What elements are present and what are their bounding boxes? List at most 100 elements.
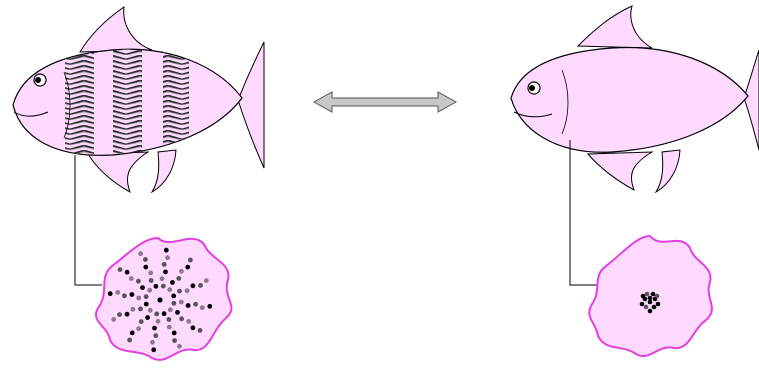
pigment-granule xyxy=(136,326,142,332)
tail-fin xyxy=(237,41,265,169)
mouth xyxy=(513,111,553,118)
fish-body xyxy=(510,46,749,153)
dispersed-melanophore xyxy=(95,236,233,361)
pigment-granule xyxy=(188,257,193,263)
pigment-granule xyxy=(167,287,173,293)
pigment-granule xyxy=(166,317,172,322)
striped-fish xyxy=(12,5,265,194)
pigment-granule xyxy=(124,311,130,317)
pigment-granule xyxy=(175,310,180,315)
pigment-granule xyxy=(147,307,153,313)
pigment-granule xyxy=(163,269,168,275)
pigment-granule xyxy=(179,268,184,274)
pigment-granule xyxy=(185,303,191,308)
pigment-granule xyxy=(147,287,153,293)
pigment-granule xyxy=(163,247,169,253)
pigment-granule xyxy=(177,343,182,349)
ventral-fin xyxy=(87,151,150,194)
pigment-granule xyxy=(115,290,121,295)
pigment-granule xyxy=(136,295,142,301)
left-pointer-line xyxy=(74,155,102,286)
pigment-granule xyxy=(161,262,167,267)
pigment-granule xyxy=(153,333,159,338)
pigment-granule xyxy=(155,318,161,324)
plain-fish xyxy=(510,5,759,194)
pigment-granule xyxy=(157,297,163,303)
pigment-granule xyxy=(166,324,172,330)
dorsal-fin xyxy=(576,5,653,49)
pigment-granule xyxy=(138,251,144,257)
pigment-granule xyxy=(651,304,657,310)
pigment-granule xyxy=(124,269,130,275)
pigment-granule xyxy=(176,276,182,281)
dorsal-fin xyxy=(79,5,153,53)
right-pointer-line xyxy=(569,140,598,286)
pigment-granule xyxy=(184,288,190,294)
pigment-granule xyxy=(207,303,213,309)
gill-line xyxy=(561,69,569,135)
pigment-granule xyxy=(171,300,177,306)
aggregated-melanophore xyxy=(588,234,713,357)
pigment-granule xyxy=(143,264,149,270)
pigment-granule xyxy=(186,319,192,324)
pigment-granule xyxy=(655,301,661,307)
stripe-3 xyxy=(163,49,189,156)
pigment-granule xyxy=(122,293,127,299)
pigment-granule xyxy=(167,307,173,313)
pigment-granule xyxy=(150,339,155,345)
pigment-granule xyxy=(143,257,148,262)
pigment-granule xyxy=(128,276,134,281)
pigment-granule xyxy=(193,301,199,307)
pigment-granule xyxy=(117,312,122,317)
pigment-granule xyxy=(654,293,660,299)
small-belly-fin xyxy=(654,149,681,194)
tail-fin xyxy=(743,49,759,151)
pigment-granule xyxy=(145,315,151,320)
pigment-granules xyxy=(639,291,661,314)
pigment-granule xyxy=(107,291,113,297)
pigment-granule xyxy=(647,299,653,305)
pigment-granule xyxy=(171,330,177,336)
pigment-granule xyxy=(172,338,178,343)
double-headed-arrow-icon xyxy=(312,91,458,113)
pigment-granule xyxy=(165,255,171,261)
pigment-granule xyxy=(143,301,149,307)
pigment-granule xyxy=(138,319,144,324)
gill-line xyxy=(63,71,71,139)
pigment-granule xyxy=(198,283,203,288)
pigment-granule xyxy=(647,308,653,314)
pupil xyxy=(35,77,41,83)
pigment-granule xyxy=(143,294,149,300)
pigment-granule xyxy=(129,292,135,297)
pigment-granule xyxy=(148,278,154,283)
pigment-granule xyxy=(161,311,167,317)
pigment-granule xyxy=(129,330,135,336)
mouth xyxy=(13,111,49,117)
stripe-1 xyxy=(65,49,94,156)
pigment-granule xyxy=(178,299,184,305)
cell-outline xyxy=(95,236,233,361)
pigment-granule xyxy=(650,291,656,297)
pigment-granule xyxy=(190,325,196,331)
pigment-granule xyxy=(177,288,182,294)
pigment-granule xyxy=(160,283,166,289)
small-belly-fin xyxy=(150,149,177,194)
pigment-granule xyxy=(151,347,157,353)
pigment-granule xyxy=(644,291,650,297)
pigment-granule xyxy=(152,325,157,331)
pigment-granule xyxy=(111,317,117,322)
pigment-granule xyxy=(203,278,209,283)
pigment-granule xyxy=(185,264,191,270)
pigment-granule xyxy=(117,267,123,272)
pigment-granule xyxy=(140,285,145,290)
pigment-granule xyxy=(138,306,143,312)
pigment-granule xyxy=(197,328,203,333)
pigment-granule xyxy=(130,306,136,312)
pigment-granule xyxy=(127,337,132,343)
ventral-fin xyxy=(586,151,654,192)
pigment-granule xyxy=(179,316,185,322)
pigment-granule xyxy=(640,293,646,299)
pigment-granule xyxy=(199,305,205,310)
pigment-granule xyxy=(154,311,160,317)
